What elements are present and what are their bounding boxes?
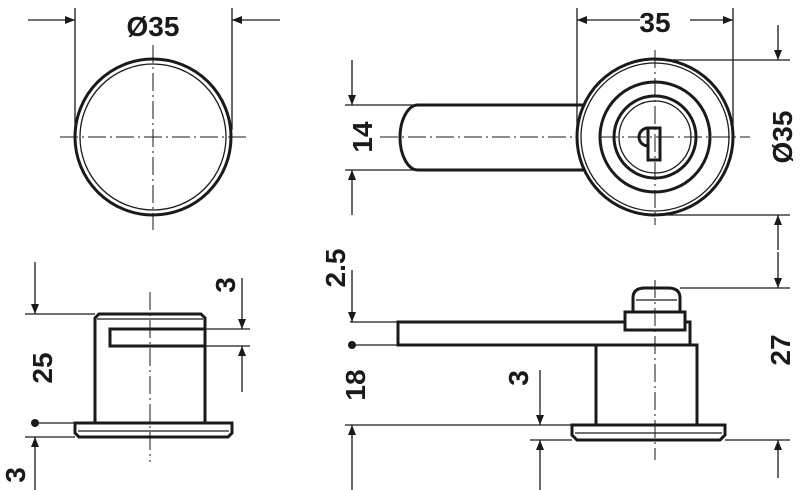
side-view-left: 25 3 3 xyxy=(0,262,250,490)
bar-offset-label: 2.5 xyxy=(320,249,351,288)
flange-label: 3 xyxy=(0,467,31,483)
bar-height-label: 14 xyxy=(347,121,378,153)
total-height-label: 27 xyxy=(765,334,796,365)
front-view-left: Ø35 xyxy=(28,8,280,230)
bar-to-flange-label: 18 xyxy=(340,369,371,400)
front-view-right: 35 Ø35 14 xyxy=(345,7,798,250)
side-view-right: 2.5 18 3 27 xyxy=(320,249,796,490)
flange-label: 3 xyxy=(503,370,534,386)
width-label: 35 xyxy=(639,7,670,38)
slot-label: 3 xyxy=(210,277,241,293)
height-label: 25 xyxy=(27,352,58,383)
diameter-label: Ø35 xyxy=(767,111,798,164)
diameter-label: Ø35 xyxy=(127,11,180,42)
reference-dot xyxy=(348,341,356,349)
